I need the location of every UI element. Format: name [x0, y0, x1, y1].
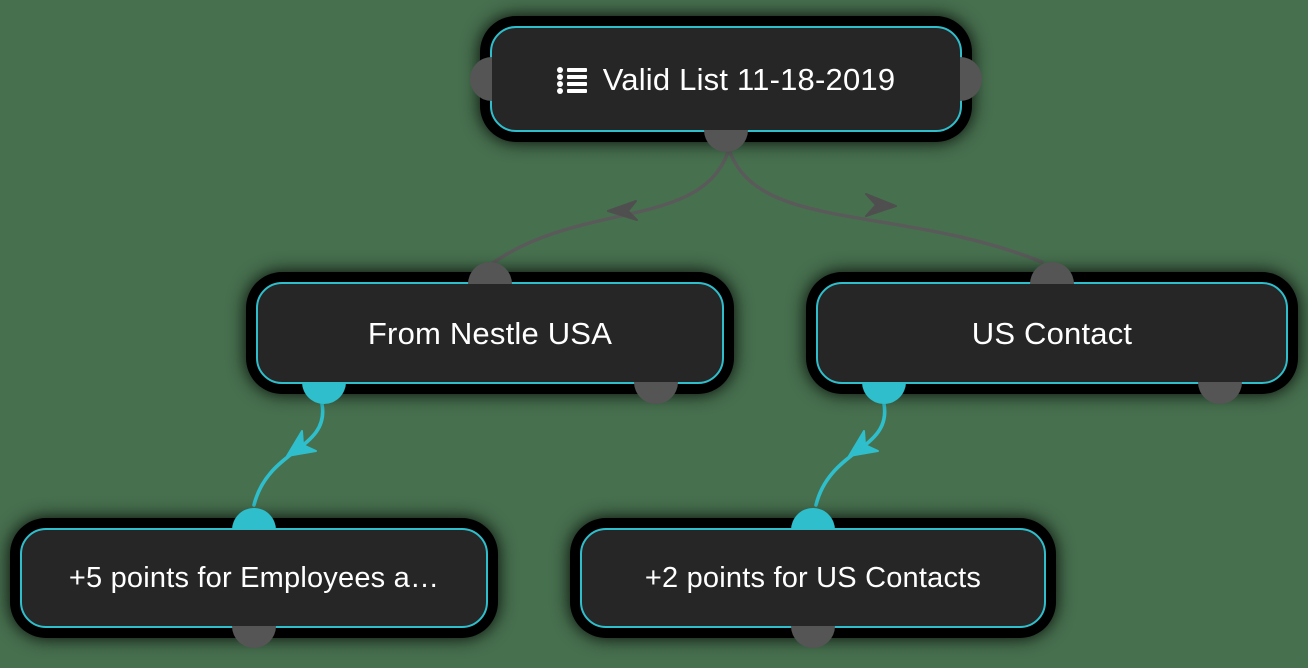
handle-top-employees-points[interactable] — [232, 508, 276, 530]
node-valid-list[interactable]: Valid List 11-18-2019 — [470, 26, 982, 152]
handle-left-root[interactable] — [470, 57, 492, 101]
list-icon — [556, 66, 587, 94]
node-label: +5 points for Employees a… — [68, 563, 440, 593]
node-label: +2 points for US Contacts — [644, 563, 982, 593]
handle-top-us-contact[interactable] — [1030, 262, 1074, 284]
edge-nestle-to-employees — [252, 402, 325, 507]
handle-bottom-right-from-nestle-usa[interactable] — [634, 382, 678, 404]
handle-bottom-left-us-contact[interactable] — [862, 382, 906, 404]
edge-root-to-nestle — [488, 150, 730, 267]
node-employees-points[interactable]: +5 points for Employees a… — [20, 508, 488, 648]
handle-right-root[interactable] — [960, 57, 982, 101]
handle-bottom-us-contacts-points[interactable] — [791, 626, 835, 648]
node-label: US Contact — [971, 317, 1133, 349]
handle-bottom-employees-points[interactable] — [232, 626, 276, 648]
node-from-nestle-usa[interactable]: From Nestle USA — [256, 262, 724, 404]
node-us-contacts-points[interactable]: +2 points for US Contacts — [580, 508, 1046, 648]
edge-root-to-us-contact — [728, 150, 1044, 264]
handle-bottom-right-us-contact[interactable] — [1198, 382, 1242, 404]
handle-bottom-left-from-nestle-usa[interactable] — [302, 382, 346, 404]
handle-bottom-root[interactable] — [704, 130, 748, 152]
handle-top-us-contacts-points[interactable] — [791, 508, 835, 530]
edge-contact-to-points — [814, 402, 887, 507]
node-us-contact[interactable]: US Contact — [816, 262, 1288, 404]
node-label: From Nestle USA — [367, 317, 613, 349]
handle-top-from-nestle-usa[interactable] — [468, 262, 512, 284]
node-label: Valid List 11-18-2019 — [602, 63, 896, 95]
